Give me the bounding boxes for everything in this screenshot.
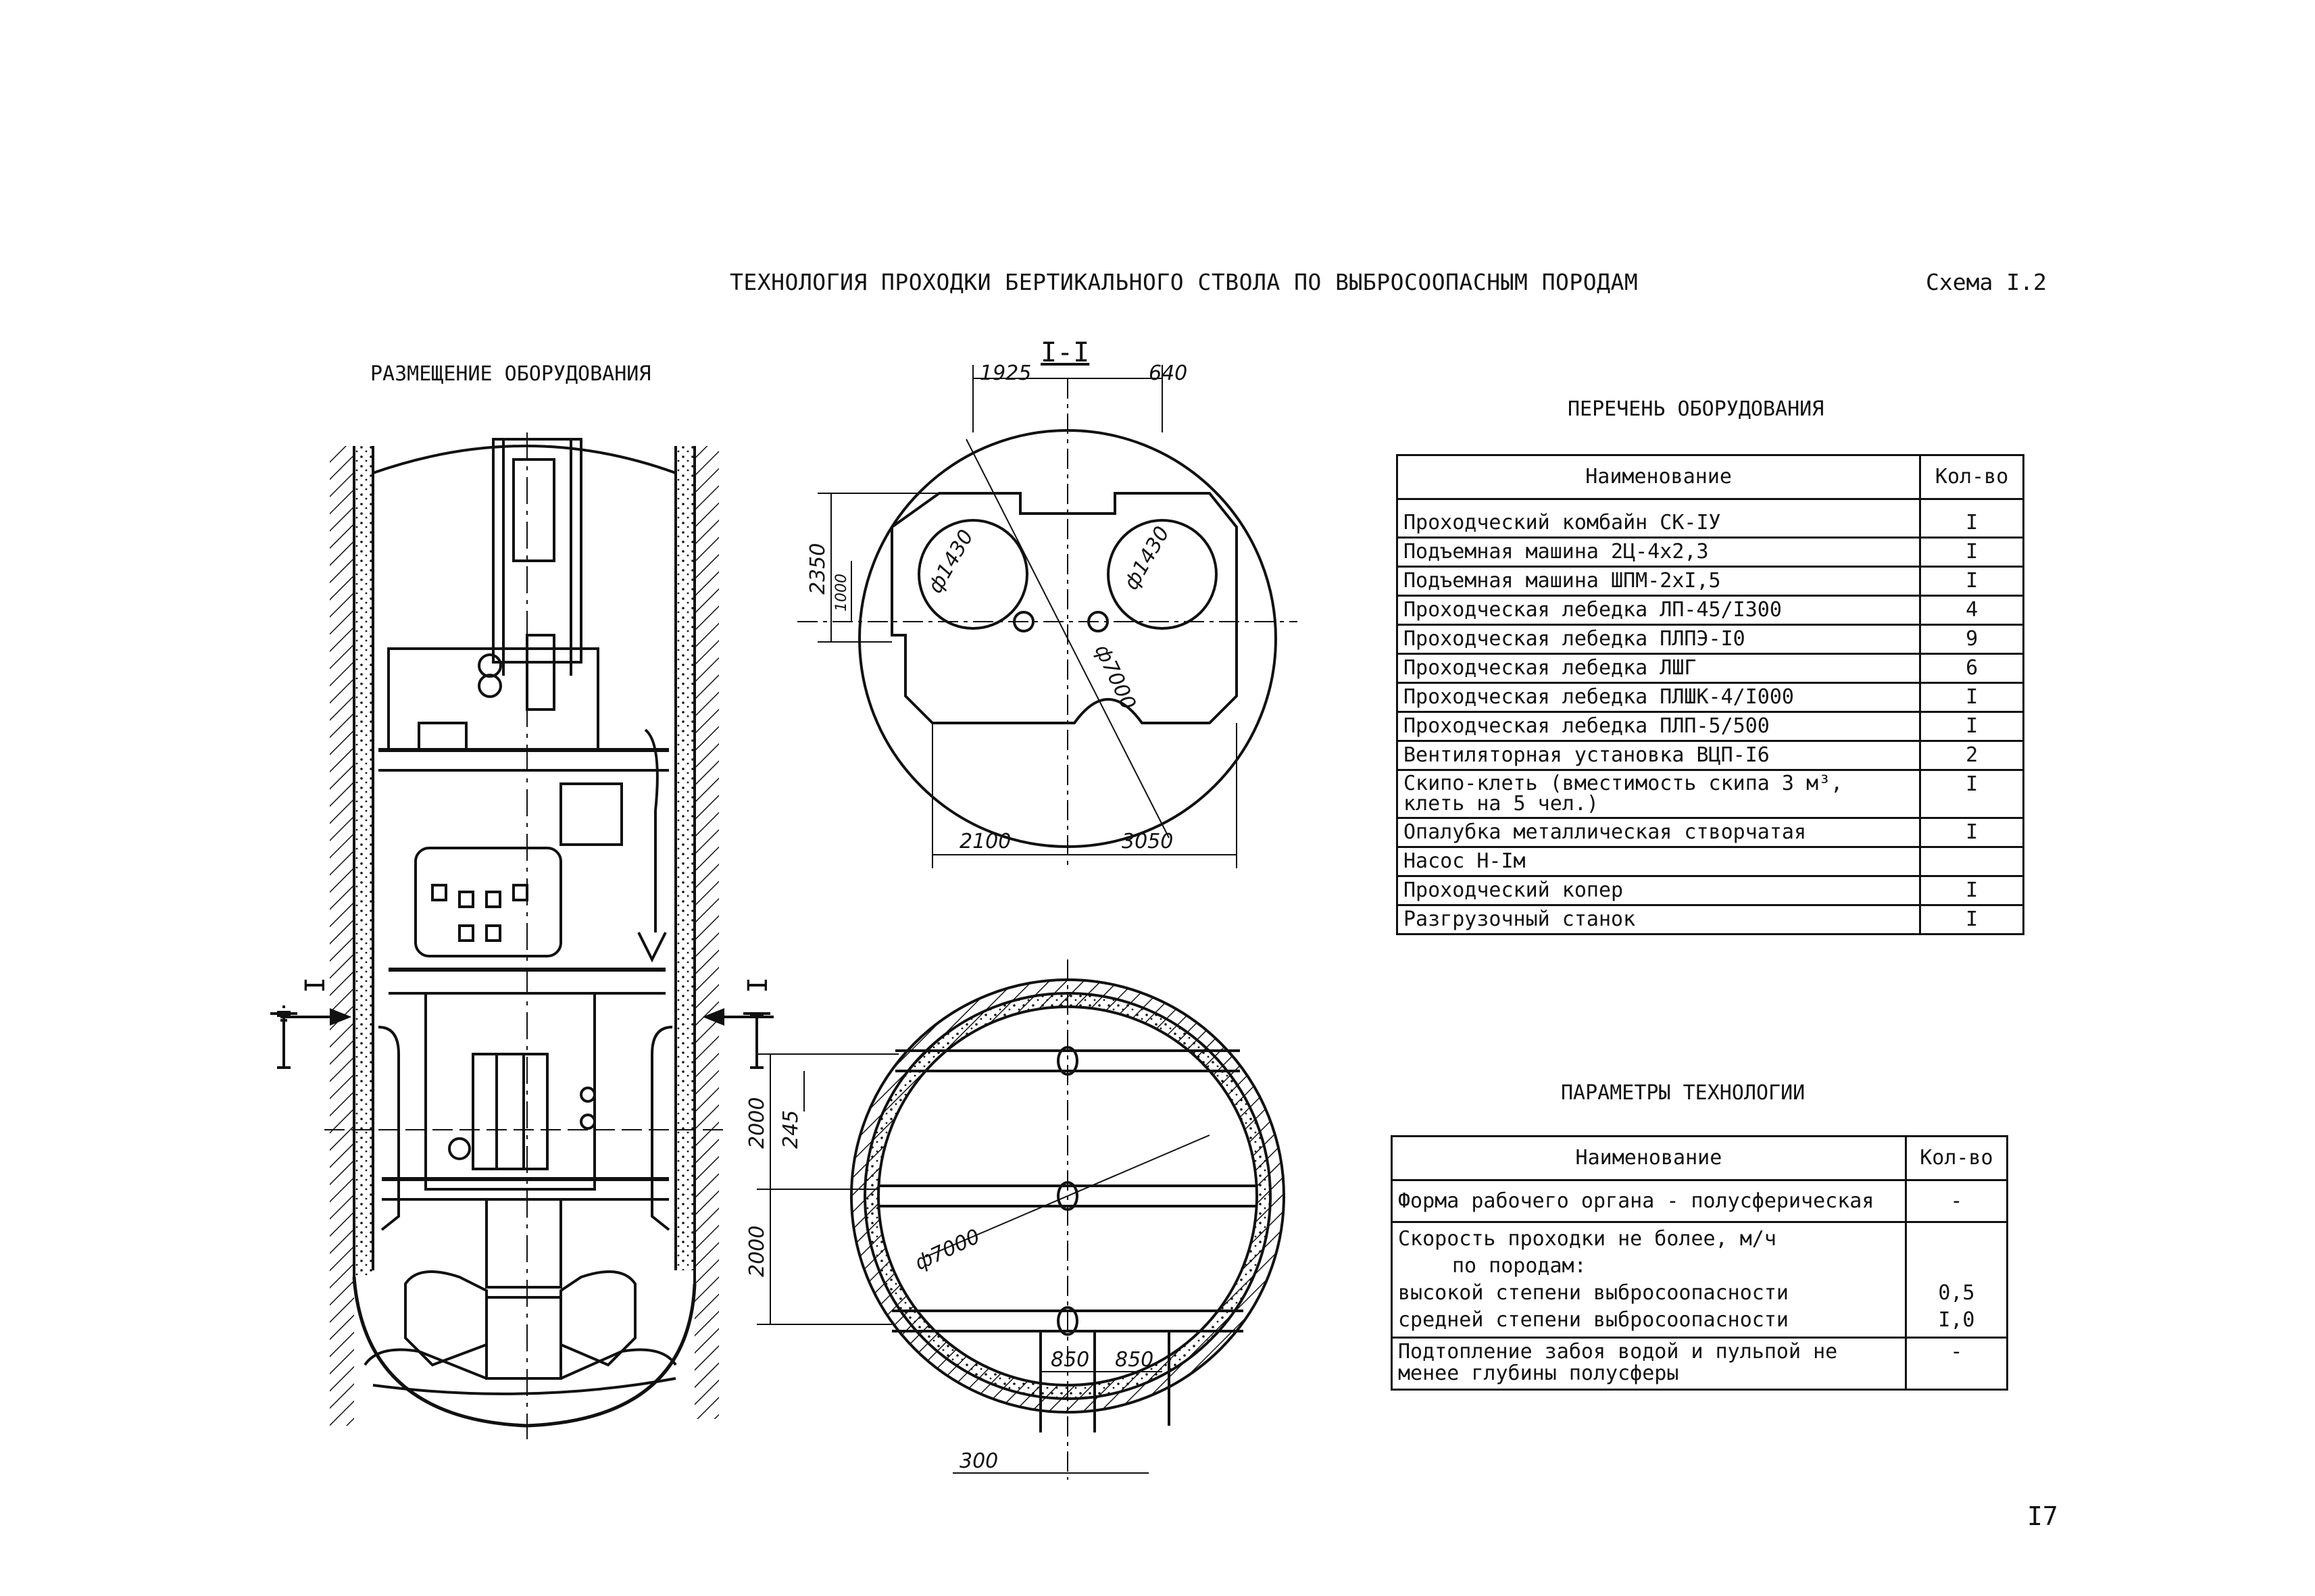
equipment-qty: I — [1919, 769, 2024, 819]
table-header-row: Наименование Кол-во — [1395, 454, 2024, 500]
section-arrow-left: I — [280, 977, 352, 1026]
section-arrow-right: I — [702, 977, 774, 1026]
equipment-qty: 4 — [1919, 595, 2024, 626]
section-mark-right: I — [743, 977, 774, 993]
equipment-qty: I — [1919, 711, 2024, 742]
column-header: Кол-во — [1904, 1135, 2009, 1181]
equipment-name: Подъемная машина ШПМ-2хI,5 — [1395, 566, 1922, 597]
parameters-table: Наименование Кол-во Форма рабочего орган… — [1391, 1135, 2009, 1391]
equipment-name: Подъемная машина 2Ц-4х2,3 — [1395, 537, 1922, 568]
equipment-name: Опалубка металлическая створчатая — [1395, 817, 1922, 848]
param-name: Подтопление забоя водой и пульпой не мен… — [1391, 1337, 1907, 1391]
dim-label: 1925 — [980, 361, 1031, 385]
equipment-name: Проходческая лебедка ПЛПЭ-I0 — [1395, 624, 1922, 655]
param-speed-cell: Скорость проходки не более, м/ч по пород… — [1391, 1221, 1907, 1339]
dim-label: 300 — [960, 1449, 998, 1473]
equipment-qty: I — [1919, 537, 2024, 568]
equipment-name: Насос Н-Iм — [1395, 846, 1922, 877]
dim-label: 1000 — [833, 574, 850, 612]
equipment-name: Проходческая лебедка ЛП-45/I300 — [1395, 595, 1922, 626]
equipment-name: Скипо-клеть (вместимость скипа 3 м³, кле… — [1395, 769, 1922, 819]
parameters-title: ПАРАМЕТРЫ ТЕХНОЛОГИИ — [1561, 1081, 1806, 1105]
table-header-row: Наименование Кол-во — [1391, 1135, 2009, 1181]
equipment-name: Вентиляторная установка ВЦП-I6 — [1395, 740, 1922, 771]
scheme-number: Схема I.2 — [1926, 269, 2047, 295]
equipment-qty: 9 — [1919, 624, 2024, 655]
equipment-qty: I — [1919, 875, 2024, 906]
param-name: высокой степени выбросоопасности — [1398, 1281, 1789, 1305]
param-qty: - — [1904, 1337, 2009, 1391]
shaft-elevation — [270, 432, 770, 1439]
parameters-table-body: Форма рабочего органа - полусферическая … — [1391, 1179, 2009, 1391]
dim-label: 3050 — [1122, 830, 1173, 853]
equipment-qty: 6 — [1919, 653, 2024, 684]
table-row: Подтопление забоя водой и пульпой не мен… — [1391, 1337, 2009, 1391]
equipment-qty: I — [1919, 566, 2024, 597]
param-qty-cell: 0,5 I,0 — [1904, 1221, 2009, 1339]
equipment-qty — [1919, 846, 2024, 877]
dim-label: 2000 — [745, 1226, 769, 1277]
shaft-plan — [757, 959, 1285, 1480]
param-name: средней степени выбросоопасности — [1398, 1308, 1789, 1332]
equipment-name: Разгрузочный станок — [1395, 904, 1922, 935]
param-qty: I,0 — [1938, 1308, 1975, 1332]
param-name: Форма рабочего органа - полусферическая — [1391, 1179, 1907, 1223]
dim-label: 245 — [779, 1110, 803, 1149]
section-mark-left: I — [300, 977, 331, 993]
column-header: Кол-во — [1919, 454, 2024, 500]
dim-label: 2350 — [806, 543, 830, 595]
equipment-name: Проходческий копер — [1395, 875, 1922, 906]
placement-title: РАЗМЕЩЕНИЕ ОБОРУДОВАНИЯ — [370, 362, 651, 386]
dim-label: ф1430 — [924, 526, 978, 597]
equipment-qty: I — [1919, 904, 2024, 935]
param-qty: - — [1904, 1179, 2009, 1223]
table-row: Насос Н-Iм — [1395, 846, 2024, 877]
dim-label: 2100 — [960, 830, 1011, 853]
column-header: Наименование — [1395, 454, 1922, 500]
equipment-title: ПЕРЕЧЕНЬ ОБОРУДОВАНИЯ — [1568, 397, 1824, 421]
section-label: I-I — [1041, 337, 1089, 368]
dim-label: 640 — [1149, 361, 1187, 385]
page-title: ТЕХНОЛОГИЯ ПРОХОДКИ БЕРТИКАЛЬНОГО СТВОЛА… — [730, 269, 1639, 295]
equipment-name: Проходческая лебедка ПЛШК-4/I000 — [1395, 682, 1922, 713]
table-row: Скипо-клеть (вместимость скипа 3 м³, кле… — [1395, 769, 2024, 819]
equipment-name: Проходческий комбайн СК-IУ — [1395, 498, 1922, 539]
param-name: по породам: — [1452, 1254, 1587, 1278]
equipment-qty: 2 — [1919, 740, 2024, 771]
equipment-qty: I — [1919, 498, 2024, 539]
dim-label: 2000 — [745, 1097, 769, 1149]
equipment-name: Проходческая лебедка ПЛП-5/500 — [1395, 711, 1922, 742]
equipment-name: Проходческая лебедка ЛШГ — [1395, 653, 1922, 684]
page-number: I7 — [2027, 1501, 2058, 1531]
column-header: Наименование — [1391, 1135, 1907, 1181]
param-qty: 0,5 — [1938, 1281, 1975, 1305]
equipment-qty: I — [1919, 682, 2024, 713]
dim-label: 850 — [1115, 1348, 1153, 1372]
equipment-table: Наименование Кол-во Проходческий комбайн… — [1395, 454, 2024, 935]
table-row: Скорость проходки не более, м/ч по пород… — [1391, 1221, 2009, 1339]
section-i-i: I-I — [797, 337, 1297, 868]
param-name: Скорость проходки не более, м/ч — [1398, 1227, 1776, 1251]
equipment-qty: I — [1919, 817, 2024, 848]
table-row: Форма рабочего органа - полусферическая … — [1391, 1179, 2009, 1223]
dim-label: 850 — [1051, 1348, 1089, 1372]
